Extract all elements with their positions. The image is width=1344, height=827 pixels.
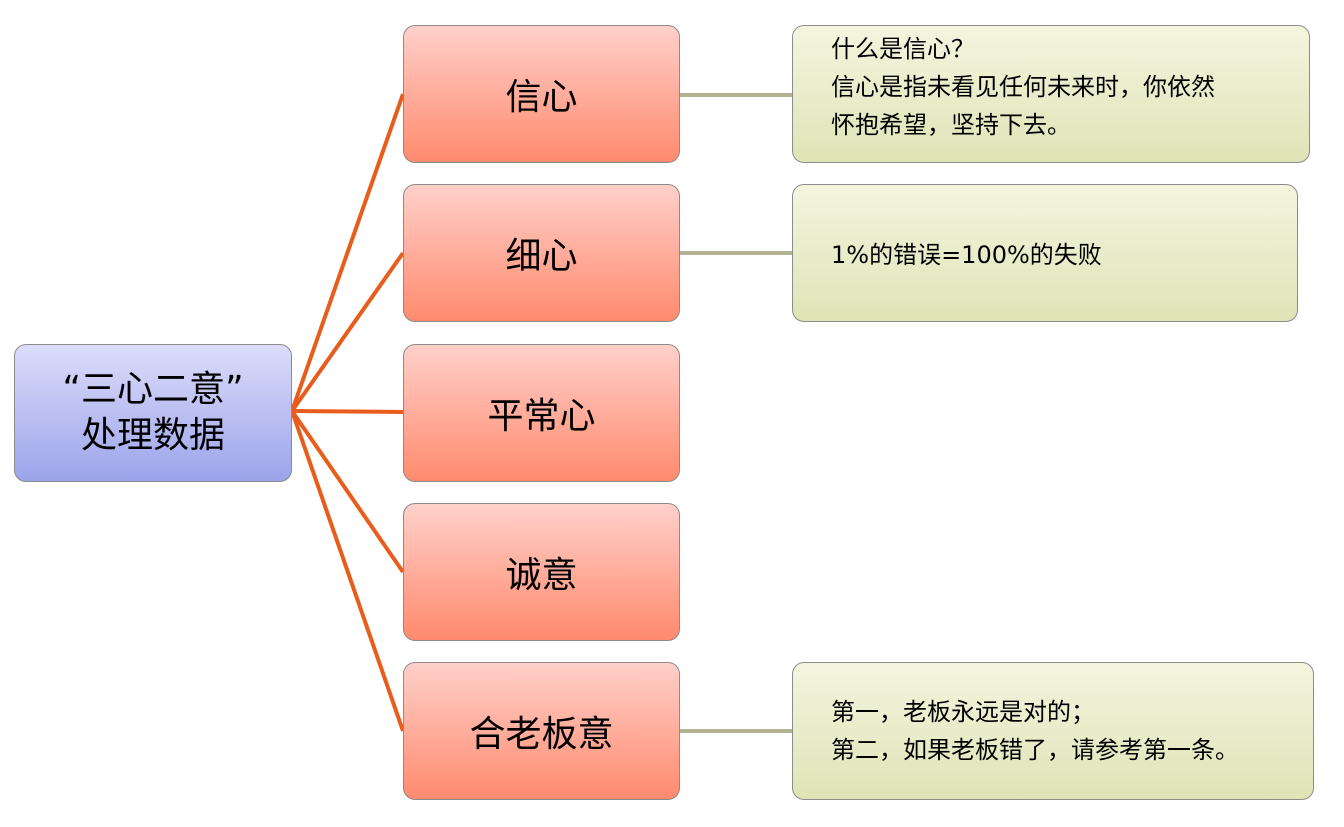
note-xinxin-line-1: 什么是信心？ bbox=[831, 35, 975, 63]
branch-node-chengyi: 诚意 bbox=[403, 503, 680, 641]
note-xinxin: 什么是信心？ 信心是指未看见任何未来时，你依然 怀抱希望，坚持下去。 bbox=[792, 25, 1310, 163]
branch-label-xinxin: 信心 bbox=[505, 77, 578, 118]
connector-root-pingchangxin bbox=[291, 409, 404, 414]
branch-node-helaobanyi: 合老板意 bbox=[403, 662, 680, 800]
connector-root-xixin bbox=[290, 251, 405, 413]
note-xinxin-line-3: 怀抱希望，坚持下去。 bbox=[831, 111, 1071, 139]
branch-label-pingchangxin: 平常心 bbox=[487, 396, 596, 437]
root-line-2: 处理数据 bbox=[80, 415, 225, 456]
root-line-1: “三心二意” bbox=[62, 369, 244, 410]
branch-node-xinxin: 信心 bbox=[403, 25, 680, 163]
connector-root-chengyi bbox=[290, 409, 405, 574]
root-node: “三心二意” 处理数据 bbox=[14, 344, 292, 482]
note-helaobanyi-line-1: 第一，老板永远是对的； bbox=[831, 698, 1095, 726]
branch-label-helaobanyi: 合老板意 bbox=[469, 714, 614, 755]
branch-node-xixin: 细心 bbox=[403, 184, 680, 322]
note-helaobanyi-line-2: 第二，如果老板错了，请参考第一条。 bbox=[831, 736, 1239, 764]
branch-label-xixin: 细心 bbox=[505, 236, 578, 277]
note-xinxin-line-2: 信心是指未看见任何未来时，你依然 bbox=[831, 73, 1215, 101]
connector-root-helaobanyi bbox=[290, 410, 405, 732]
note-xixin: 1%的错误=100%的失败 bbox=[792, 184, 1298, 322]
branch-label-chengyi: 诚意 bbox=[505, 555, 578, 596]
note-xixin-line-1: 1%的错误=100%的失败 bbox=[831, 241, 1102, 269]
note-helaobanyi: 第一，老板永远是对的； 第二，如果老板错了，请参考第一条。 bbox=[792, 662, 1314, 800]
connector-root-xinxin bbox=[290, 93, 405, 412]
branch-node-pingchangxin: 平常心 bbox=[403, 344, 680, 482]
